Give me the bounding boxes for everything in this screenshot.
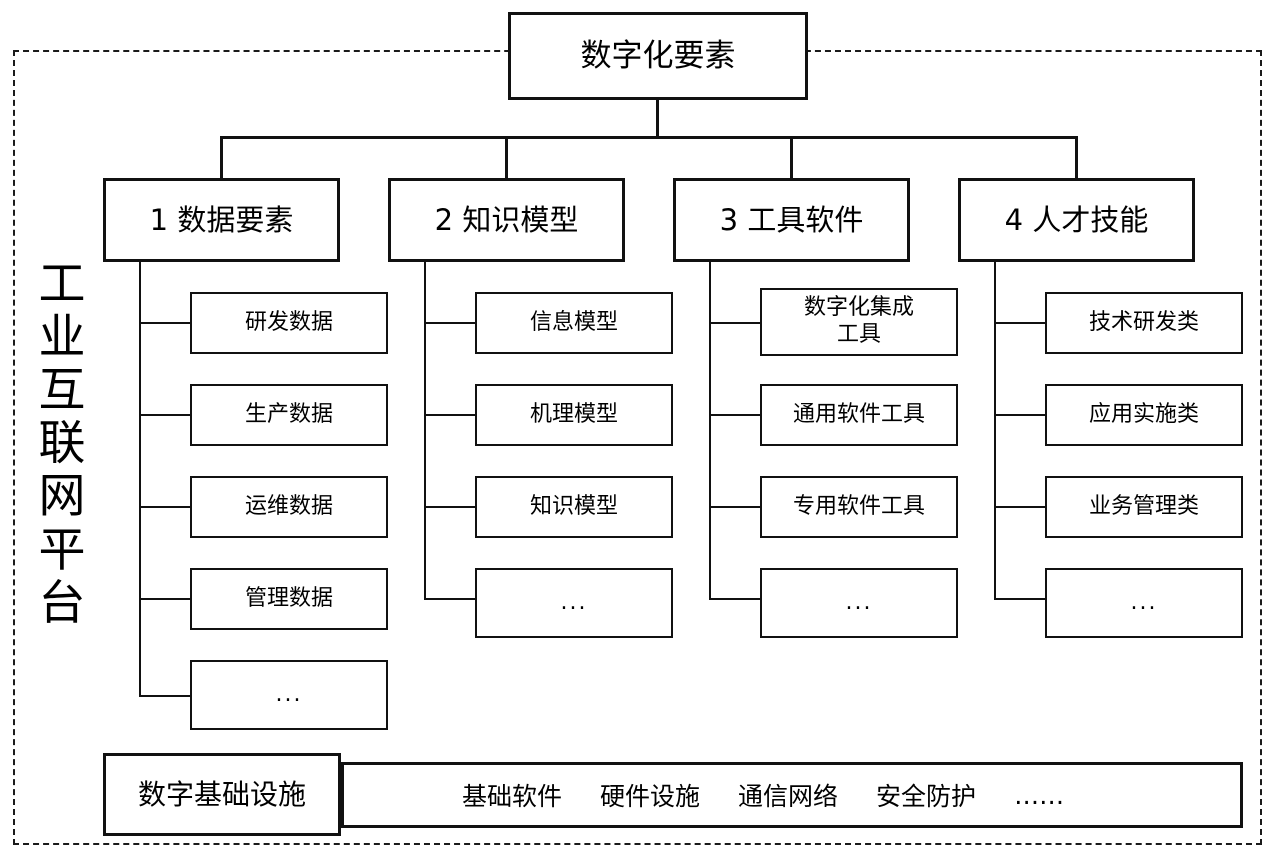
connector-stub-2-2	[424, 414, 475, 416]
connector-stub-2-1	[424, 322, 475, 324]
leaf-node-3-1[interactable]: 数字化集成 工具	[760, 288, 958, 356]
leaf-node-3-2[interactable]: 通用软件工具	[760, 384, 958, 446]
connector-spine-1	[139, 262, 141, 697]
connector-stub-1-1	[139, 322, 190, 324]
category-node-1[interactable]: 1 数据要素	[103, 178, 340, 262]
leaf-node-4-3[interactable]: 业务管理类	[1045, 476, 1243, 538]
category-node-2[interactable]: 2 知识模型	[388, 178, 625, 262]
connector-bus-to-category-1	[220, 136, 223, 179]
leaf-node-2-2[interactable]: 机理模型	[475, 384, 673, 446]
connector-stub-4-2	[994, 414, 1045, 416]
leaf-node-3-1-label: 数字化集成 工具	[803, 295, 914, 347]
leaf-node-1-4-label: 管理数据	[244, 586, 333, 612]
leaf-node-1-4[interactable]: 管理数据	[190, 568, 388, 630]
connector-stub-1-4	[139, 598, 190, 600]
connector-stub-4-3	[994, 506, 1045, 508]
leaf-node-3-4[interactable]: ...	[760, 568, 958, 638]
connector-stub-4-4	[994, 598, 1045, 600]
connector-bus-to-category-2	[505, 136, 508, 179]
connector-stub-2-3	[424, 506, 475, 508]
leaf-node-2-3-label: 知识模型	[529, 494, 618, 520]
connector-bus-to-category-4	[1075, 136, 1078, 179]
category-node-4-label: 4 人才技能	[1004, 202, 1149, 237]
leaf-node-3-4-label: ...	[845, 590, 873, 616]
infrastructure-bar: 基础软件 硬件设施 通信网络 安全防护 ……	[341, 762, 1243, 828]
connector-stub-3-2	[709, 414, 760, 416]
infrastructure-item-4[interactable]: 安全防护	[876, 782, 977, 811]
connector-stub-3-1	[709, 322, 760, 324]
leaf-node-4-2-label: 应用实施类	[1088, 402, 1199, 428]
infrastructure-item-5: ……	[1014, 780, 1065, 810]
leaf-node-2-1[interactable]: 信息模型	[475, 292, 673, 354]
leaf-node-1-3-label: 运维数据	[244, 494, 333, 520]
leaf-node-1-3[interactable]: 运维数据	[190, 476, 388, 538]
leaf-node-2-2-label: 机理模型	[529, 402, 618, 428]
connector-bus	[220, 136, 1078, 139]
connector-spine-2	[424, 262, 426, 599]
connector-spine-4	[994, 262, 996, 599]
infrastructure-label-box[interactable]: 数字基础设施	[103, 753, 341, 836]
connector-stub-1-3	[139, 506, 190, 508]
leaf-node-4-2[interactable]: 应用实施类	[1045, 384, 1243, 446]
platform-vertical-label: 工业互联网平台	[38, 257, 86, 631]
category-node-3[interactable]: 3 工具软件	[673, 178, 910, 262]
infrastructure-item-3[interactable]: 通信网络	[738, 782, 839, 811]
leaf-node-1-5[interactable]: ...	[190, 660, 388, 730]
connector-stub-1-2	[139, 414, 190, 416]
connector-stub-3-4	[709, 598, 760, 600]
leaf-node-3-3[interactable]: 专用软件工具	[760, 476, 958, 538]
leaf-node-2-1-label: 信息模型	[529, 310, 618, 336]
connector-stub-1-5	[139, 695, 190, 697]
infrastructure-item-list: 基础软件 硬件设施 通信网络 安全防护 ……	[462, 777, 1064, 813]
leaf-node-4-4-label: ...	[1130, 590, 1158, 616]
leaf-node-3-3-label: 专用软件工具	[792, 494, 925, 520]
root-node-digital-elements[interactable]: 数字化要素	[508, 12, 808, 100]
category-node-2-label: 2 知识模型	[434, 202, 579, 237]
leaf-node-4-1-label: 技术研发类	[1088, 310, 1199, 336]
infrastructure-item-2[interactable]: 硬件设施	[600, 782, 701, 811]
category-node-3-label: 3 工具软件	[719, 202, 864, 237]
leaf-node-1-2[interactable]: 生产数据	[190, 384, 388, 446]
connector-stub-3-3	[709, 506, 760, 508]
leaf-node-3-2-label: 通用软件工具	[792, 402, 925, 428]
leaf-node-4-1[interactable]: 技术研发类	[1045, 292, 1243, 354]
connector-stub-4-1	[994, 322, 1045, 324]
leaf-node-2-4[interactable]: ...	[475, 568, 673, 638]
leaf-node-1-1[interactable]: 研发数据	[190, 292, 388, 354]
infrastructure-label: 数字基础设施	[137, 777, 306, 811]
leaf-node-1-2-label: 生产数据	[244, 402, 333, 428]
leaf-node-1-1-label: 研发数据	[244, 310, 333, 336]
leaf-node-2-3[interactable]: 知识模型	[475, 476, 673, 538]
leaf-node-4-3-label: 业务管理类	[1088, 494, 1199, 520]
connector-stub-2-4	[424, 598, 475, 600]
root-node-label: 数字化要素	[580, 37, 736, 74]
leaf-node-2-4-label: ...	[560, 590, 588, 616]
category-node-1-label: 1 数据要素	[149, 202, 294, 237]
connector-bus-to-category-3	[790, 136, 793, 179]
leaf-node-1-5-label: ...	[275, 682, 303, 708]
category-node-4[interactable]: 4 人才技能	[958, 178, 1195, 262]
connector-root-drop	[656, 100, 659, 138]
infrastructure-item-1[interactable]: 基础软件	[462, 782, 563, 811]
connector-spine-3	[709, 262, 711, 599]
leaf-node-4-4[interactable]: ...	[1045, 568, 1243, 638]
